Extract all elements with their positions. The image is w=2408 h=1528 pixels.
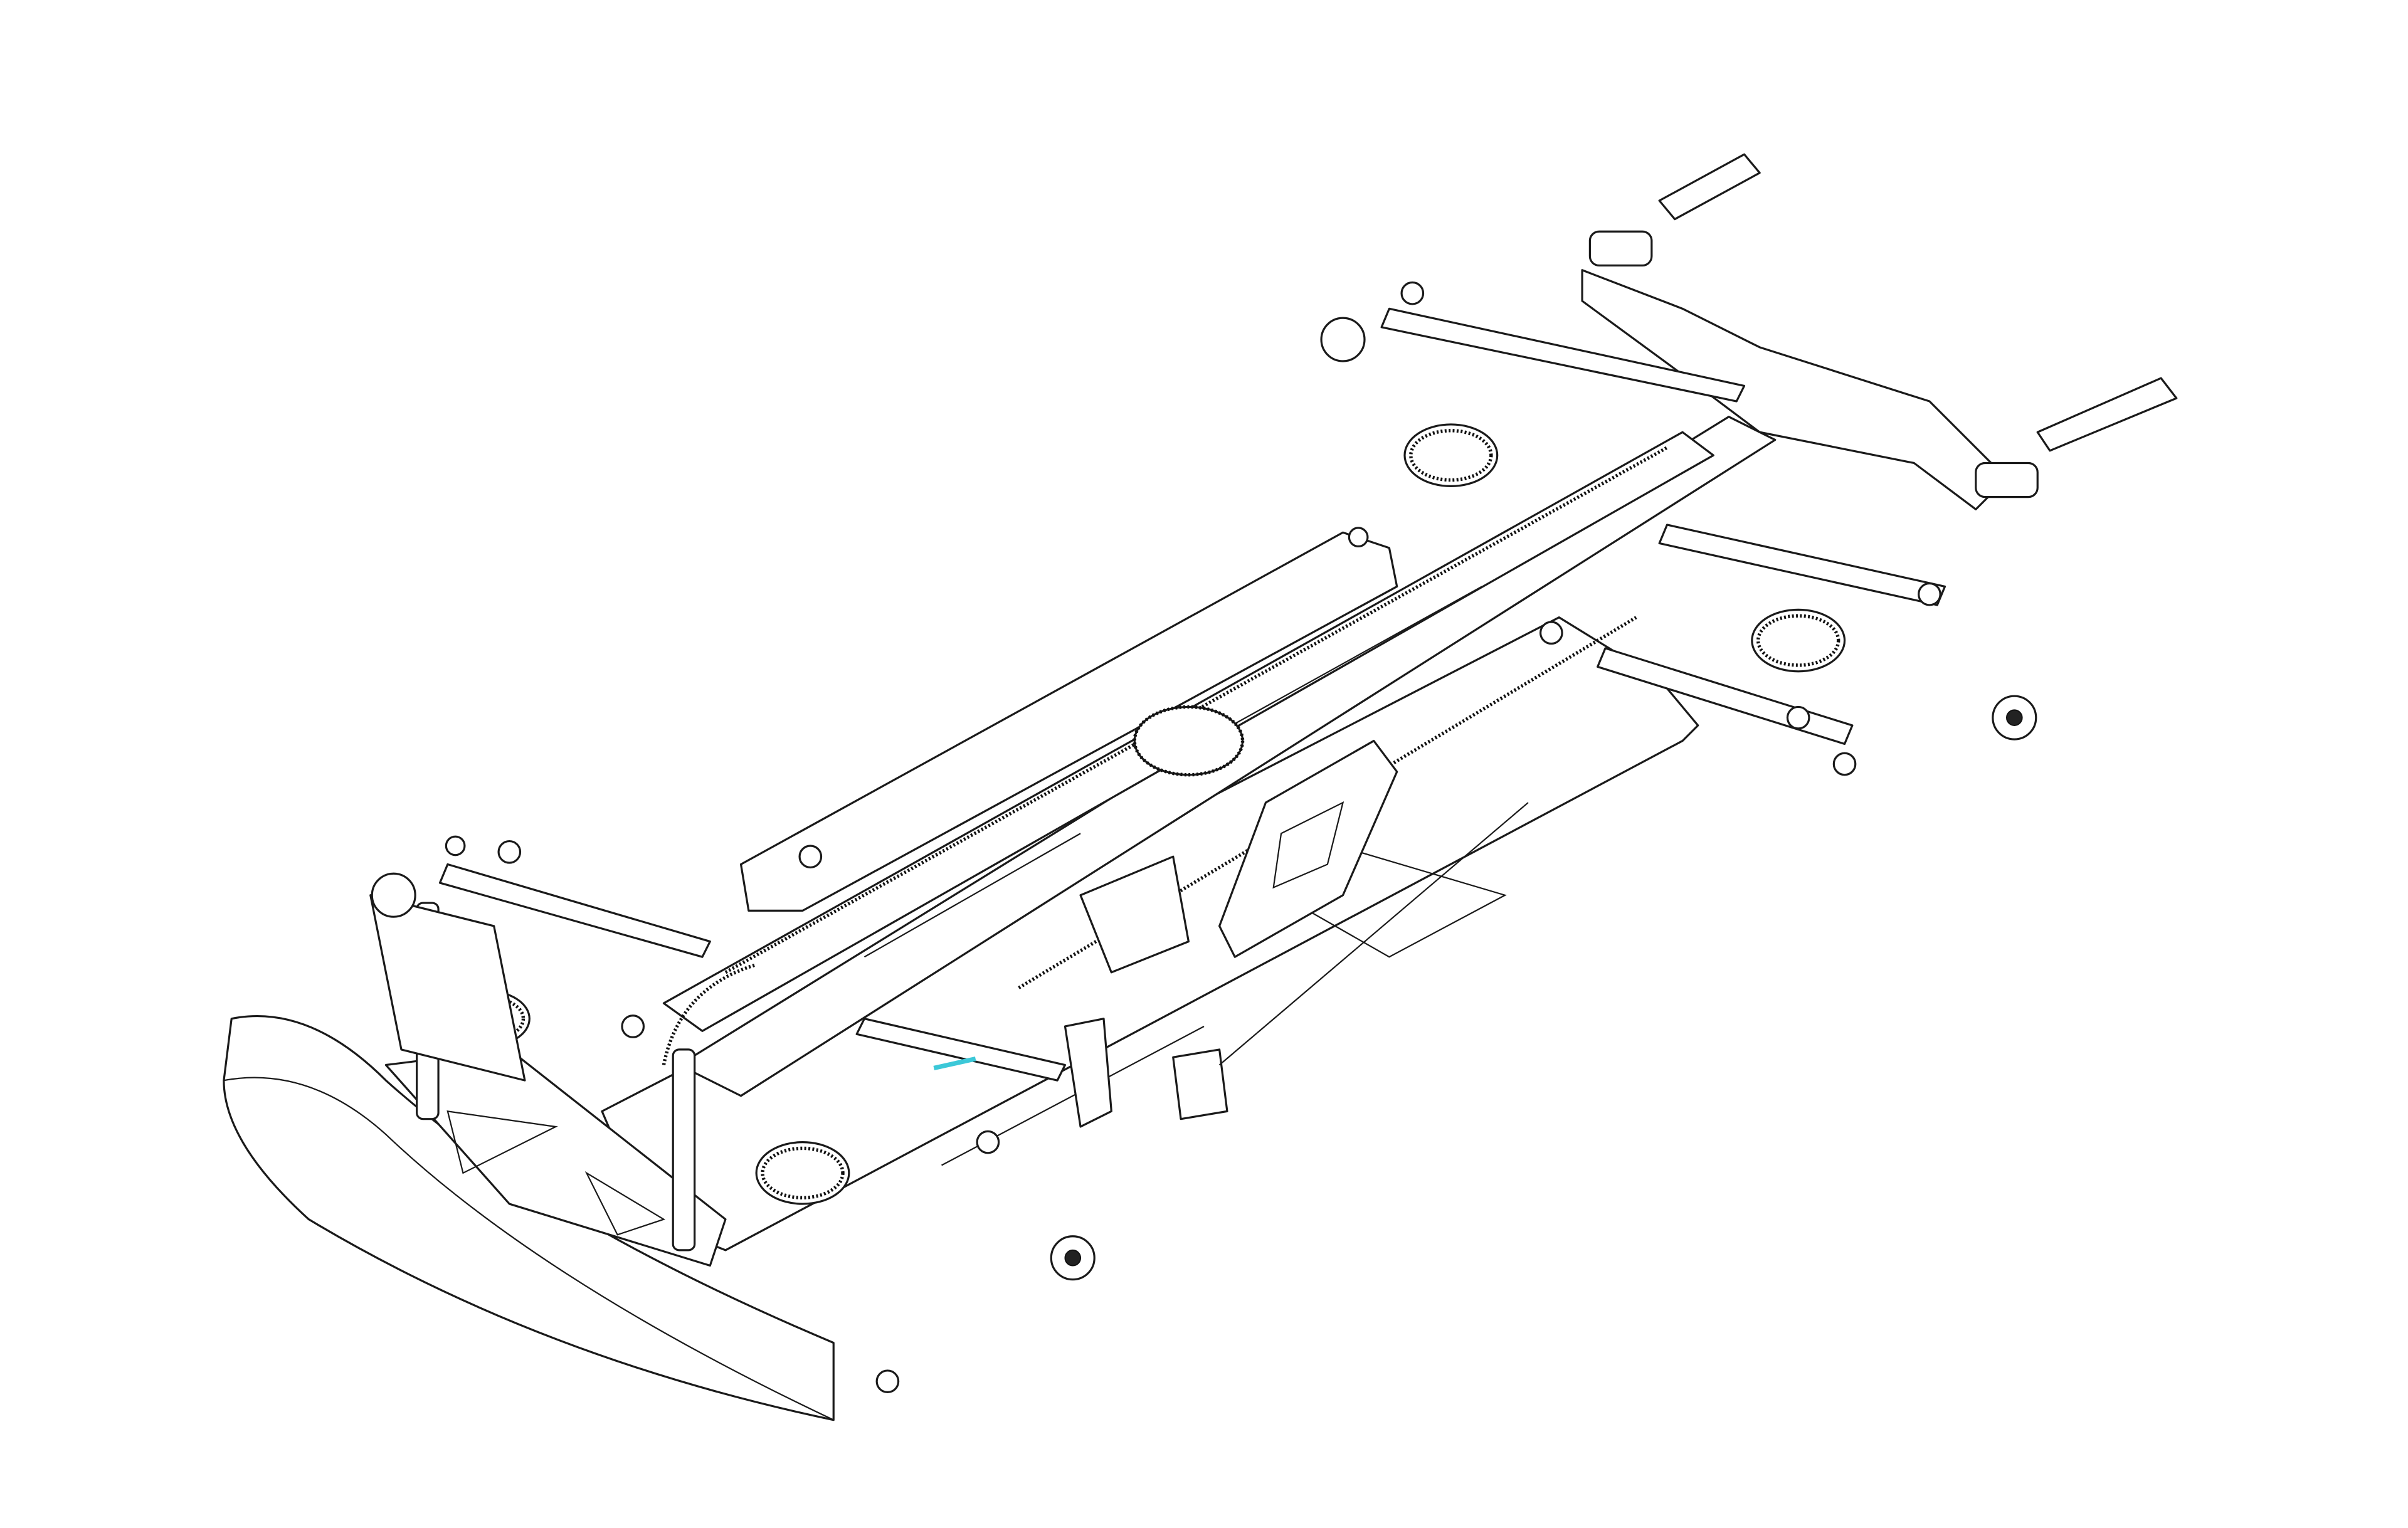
rear-right-shock (1751, 608, 1846, 673)
spur-gear (1133, 705, 1245, 777)
front-bumper (223, 1014, 835, 1421)
wheel-hubs (371, 317, 2037, 1281)
rear-left-shock (1403, 423, 1499, 488)
rear-body-mount (1581, 153, 2178, 510)
front-right-shock (755, 1141, 850, 1205)
highlight-marker (933, 1056, 976, 1071)
battery-strap (739, 527, 1398, 912)
suspension-links (369, 307, 1946, 1082)
steering-bellcrank (933, 802, 1529, 1128)
ball-joints (445, 281, 1941, 1393)
motor-mount (1079, 739, 1398, 974)
